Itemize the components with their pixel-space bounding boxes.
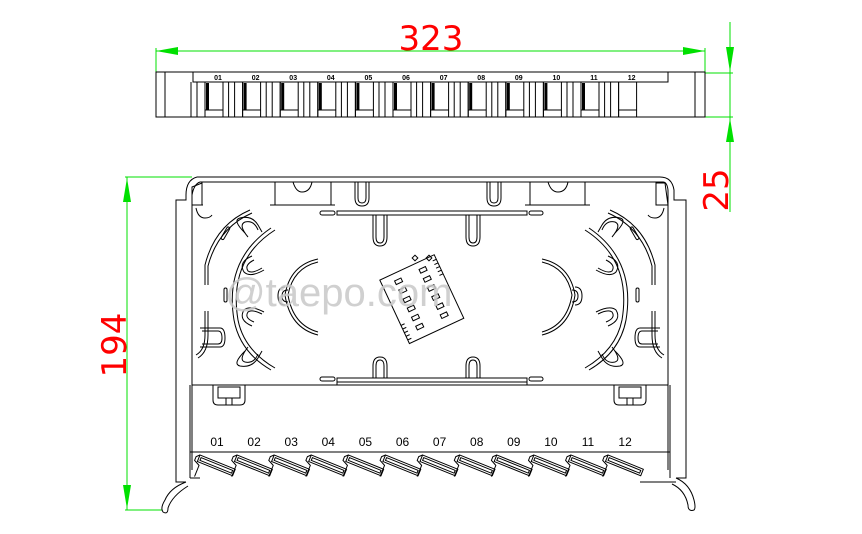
arrow-right-icon — [683, 47, 705, 55]
top-view: 01 02 03 04 05 06 07 08 09 10 11 12 — [155, 71, 706, 118]
top-port-label: 02 — [252, 75, 260, 82]
dimension-depth: 25 — [697, 22, 737, 212]
top-port — [542, 81, 562, 118]
top-port — [580, 81, 600, 118]
top-port-labels: 01 02 03 04 05 06 07 08 09 10 11 12 — [214, 75, 635, 82]
fiber-adapter — [565, 454, 607, 477]
fiber-adapter — [305, 454, 348, 477]
front-port-labels: 01 02 03 04 05 06 07 08 09 10 11 12 — [210, 435, 632, 449]
front-port-label: 05 — [359, 435, 373, 449]
fiber-adapter — [194, 454, 236, 477]
front-port-label: 09 — [507, 435, 521, 449]
top-port-label: 04 — [327, 75, 335, 82]
top-port — [204, 81, 224, 118]
top-port — [279, 81, 299, 118]
fiber-adapter — [416, 454, 459, 477]
fiber-adapter — [490, 454, 533, 477]
top-port — [505, 81, 525, 118]
top-port — [618, 81, 638, 118]
top-port — [354, 81, 374, 118]
arrow-left-icon — [156, 47, 178, 55]
top-port — [430, 81, 450, 118]
front-port-label: 01 — [210, 435, 224, 449]
front-view: 01 02 03 04 05 06 07 08 09 10 11 12 — [161, 176, 696, 514]
front-port-label: 11 — [582, 435, 595, 449]
top-port-label: 06 — [402, 75, 410, 82]
front-port-label: 10 — [544, 435, 558, 449]
arrow-up-icon — [726, 118, 734, 142]
front-port-label: 02 — [247, 435, 261, 449]
fiber-adapter — [602, 454, 644, 477]
dimension-width: 323 — [155, 19, 706, 72]
dimension-height: 194 — [95, 176, 192, 511]
front-port-label: 07 — [433, 435, 447, 449]
fiber-adapter — [231, 454, 273, 477]
top-port-label: 12 — [628, 75, 636, 82]
front-adapters — [194, 454, 644, 477]
top-port-label: 11 — [590, 75, 598, 82]
top-port-label: 03 — [289, 75, 297, 82]
top-ports — [190, 81, 638, 118]
top-port-label: 10 — [553, 75, 561, 82]
top-port-label: 05 — [365, 75, 373, 82]
dimension-height-label: 194 — [95, 313, 135, 378]
splice-holder — [379, 254, 465, 345]
fiber-adapter — [379, 454, 422, 477]
fiber-adapter — [268, 454, 311, 477]
front-port-label: 08 — [470, 435, 484, 449]
front-port-label: 03 — [285, 435, 299, 449]
top-port-label: 09 — [515, 75, 523, 82]
dimension-width-label: 323 — [399, 19, 464, 59]
arrow-down-icon — [123, 485, 131, 509]
dimension-depth-label: 25 — [697, 168, 737, 211]
top-port-label: 01 — [214, 75, 222, 82]
top-port — [317, 81, 337, 118]
top-port-label: 07 — [440, 75, 448, 82]
top-port — [467, 81, 487, 118]
front-port-label: 06 — [396, 435, 410, 449]
front-port-label: 04 — [322, 435, 336, 449]
fiber-adapter — [342, 454, 385, 477]
top-port — [242, 81, 262, 118]
front-port-label: 12 — [618, 435, 632, 449]
top-port-label: 08 — [477, 75, 485, 82]
top-port — [392, 81, 412, 118]
arrow-down-icon — [726, 47, 734, 72]
arrow-up-icon — [123, 178, 131, 202]
fiber-adapter — [527, 454, 570, 477]
fiber-adapter — [453, 454, 496, 477]
watermark: @taepo.com — [225, 271, 452, 315]
